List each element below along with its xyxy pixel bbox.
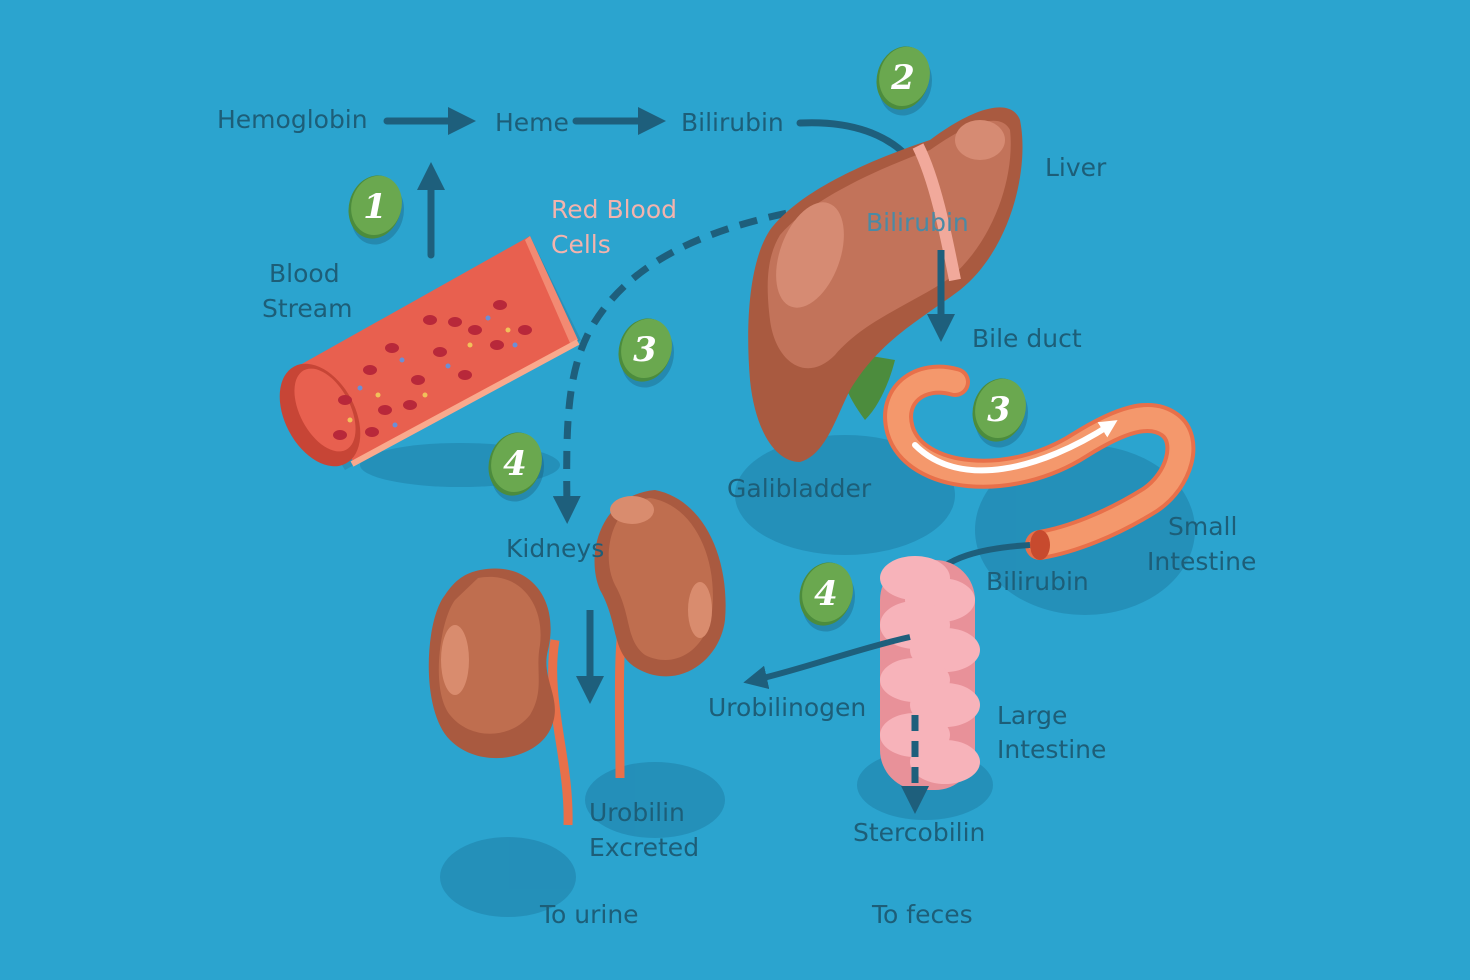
label-urobilin-excreted-line1: Urobilin (589, 798, 685, 827)
label-liver: Liver (1045, 153, 1107, 182)
label-bilirubin-intestine: Bilirubin (986, 567, 1089, 596)
label-red-blood-cells-line1: Red Blood (551, 195, 678, 224)
label-large-intestine-line1: Large (997, 701, 1068, 730)
step-badge-4-kidney: 4 (481, 426, 549, 502)
label-blood-stream-line1: Blood (269, 259, 340, 288)
label-bilirubin-top: Bilirubin (681, 108, 784, 137)
label-bilirubin-liver: Bilirubin (866, 208, 969, 237)
label-heme: Heme (495, 108, 569, 137)
large-intestine-icon (743, 556, 980, 814)
step-badge-4-intestine-number: 4 (814, 574, 838, 614)
step-badge-3-duct: 3 (965, 372, 1033, 448)
blood-vessel-icon (279, 236, 581, 470)
label-to-feces: To feces (872, 900, 973, 929)
dashed-bilirubin-path (552, 192, 906, 524)
step-badge-3-duct-number: 3 (987, 390, 1011, 430)
label-red-blood-cells-line2: Cells (551, 230, 611, 259)
liver-icon (748, 107, 1023, 462)
label-hemoglobin: Hemoglobin (217, 105, 368, 134)
kidneys-icon (428, 490, 726, 826)
label-urobilin-excreted-line2: Excreted (589, 833, 700, 862)
step-badge-3-path: 3 (611, 312, 679, 388)
label-kidneys: Kidneys (506, 534, 605, 563)
label-galibladder: Galibladder (727, 474, 872, 503)
step-badge-1-number: 1 (363, 187, 387, 227)
label-stercobilin: Stercobilin (853, 818, 986, 847)
label-urobilinogen: Urobilinogen (708, 693, 867, 722)
step-badge-4-kidney-number: 4 (503, 444, 527, 484)
step-badge-2: 2 (869, 40, 937, 116)
step-badge-1: 1 (341, 169, 409, 245)
step-badge-2-number: 2 (891, 58, 915, 98)
label-small-intestine-line1: Small (1168, 512, 1238, 541)
label-large-intestine-line2: Intestine (997, 735, 1107, 764)
step-badge-4-intestine: 4 (792, 556, 860, 632)
label-bile-duct: Bile duct (972, 324, 1082, 353)
label-to-urine: To urine (540, 900, 639, 929)
step-badge-3-path-number: 3 (633, 330, 657, 370)
label-blood-stream-line2: Stream (262, 294, 353, 323)
label-small-intestine-line2: Intestine (1147, 547, 1257, 576)
